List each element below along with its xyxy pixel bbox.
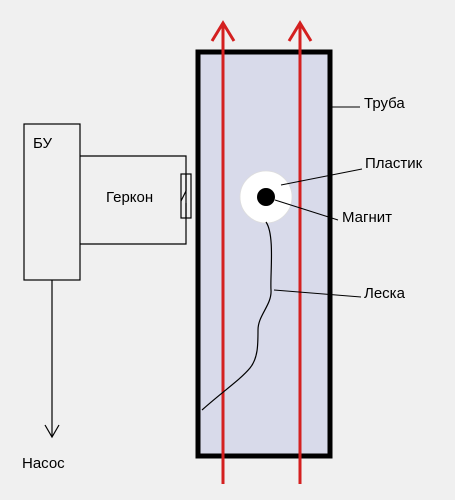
leader-line <box>273 289 362 298</box>
leader-lines <box>273 106 363 298</box>
reed-switch-label: Геркон <box>106 189 153 206</box>
flow-arrowhead-left <box>210 20 236 42</box>
reed-switch-housing <box>80 155 187 245</box>
plastic-label: Пластик <box>365 155 423 172</box>
magnet-label: Магнит <box>342 209 392 226</box>
line-label: Леска <box>364 285 406 302</box>
flow-arrowhead-right <box>287 20 313 42</box>
pump-arrow-head <box>44 424 60 439</box>
leader-plastic <box>280 168 363 186</box>
control-unit-label: БУ <box>33 135 52 152</box>
reed-switch-symbol <box>180 173 192 219</box>
pump-arrow <box>44 280 60 439</box>
reed-switch-contact-moving <box>180 190 187 202</box>
pump-label: Насос <box>22 455 65 472</box>
leader-magnet <box>274 199 339 221</box>
magnet <box>257 188 275 206</box>
pipe <box>195 49 333 459</box>
flow-arrows <box>210 20 313 484</box>
fishing-line <box>201 221 273 411</box>
pipe-label: Труба <box>364 95 405 112</box>
